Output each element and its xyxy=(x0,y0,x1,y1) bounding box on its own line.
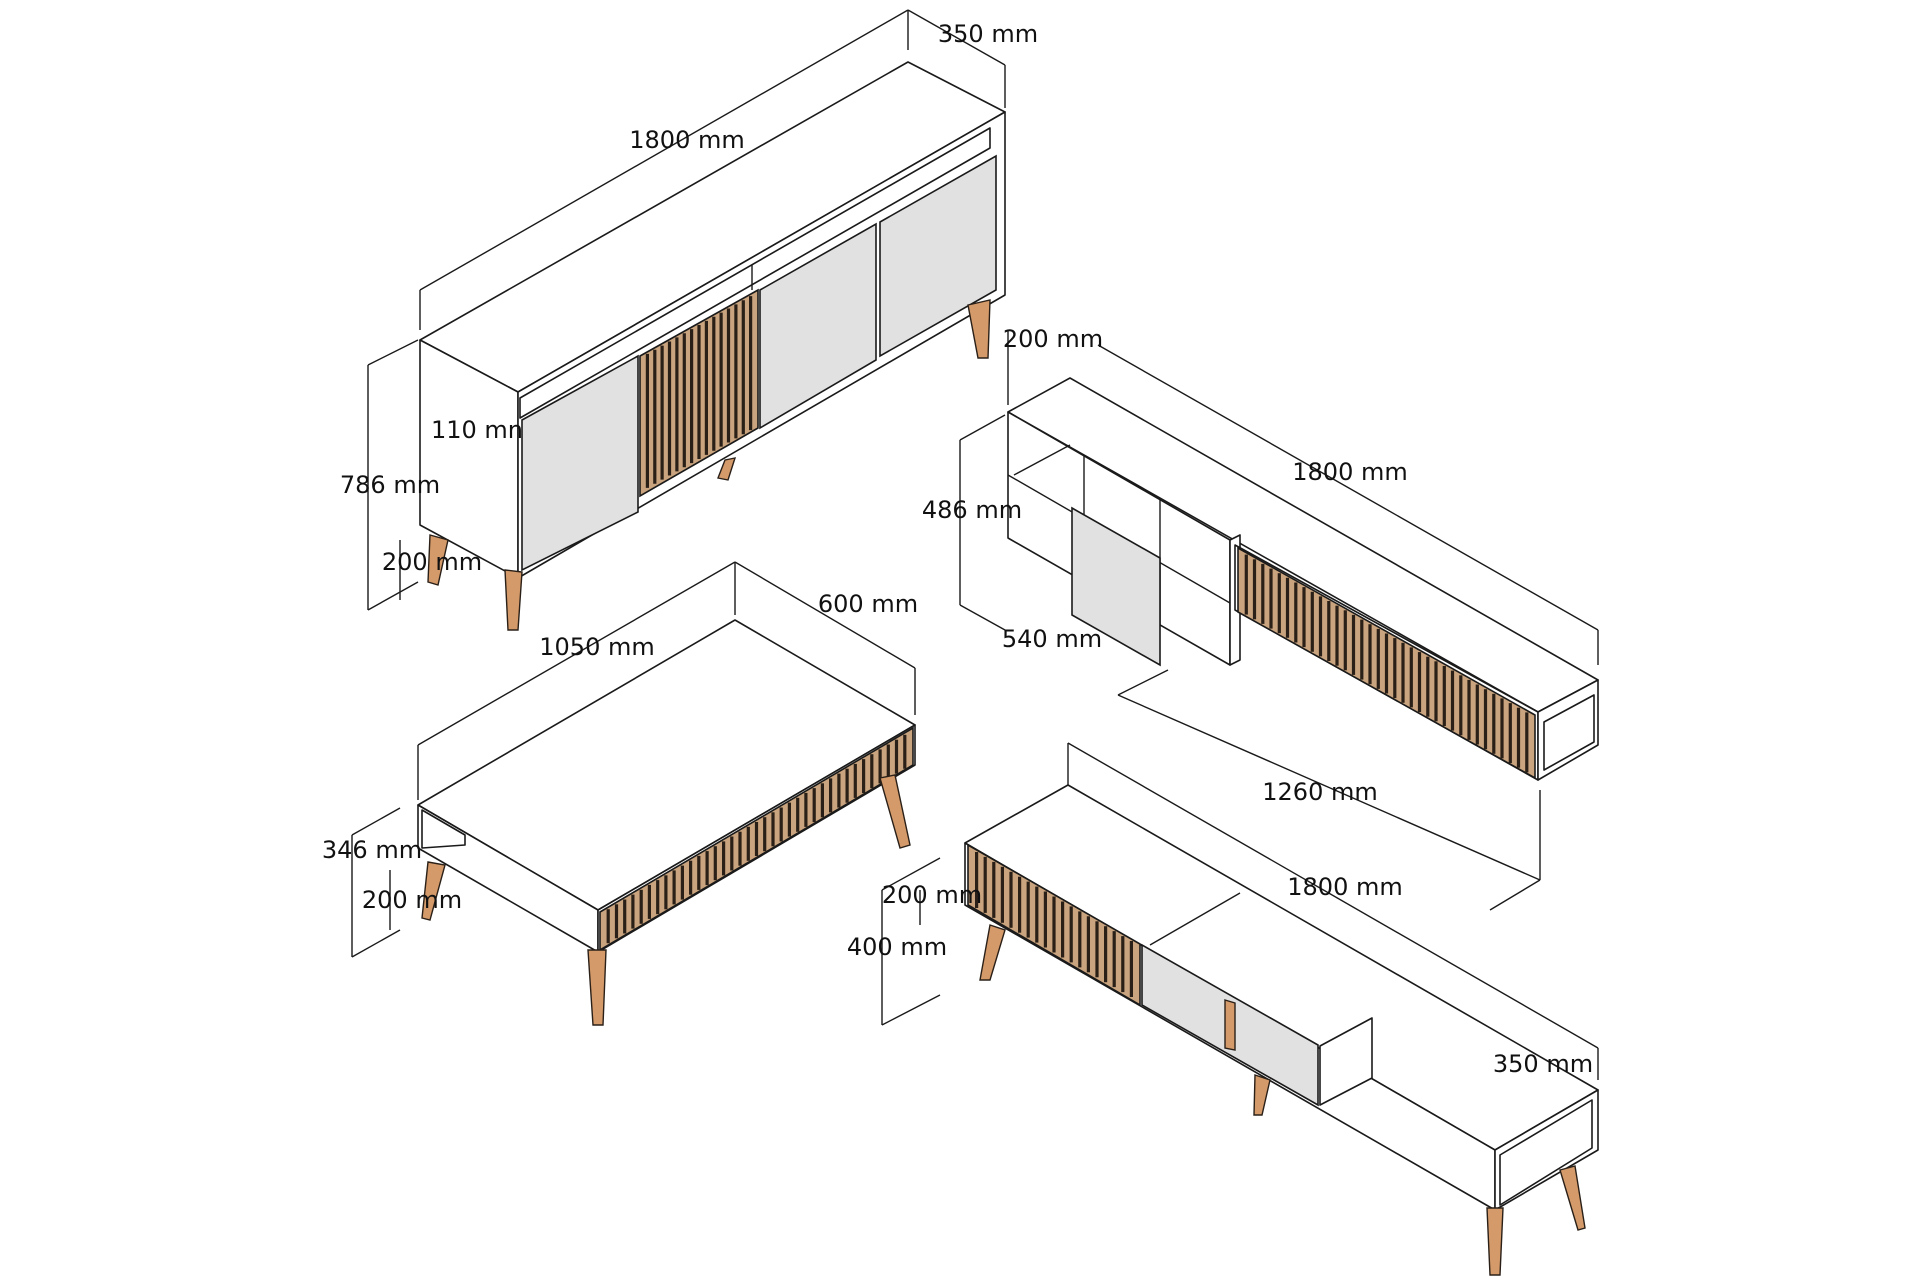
coffee-table-width-label: 600 mm xyxy=(818,590,918,618)
wall-shelf-cube-width-label: 540 mm xyxy=(1002,625,1102,653)
tv-stand-depth-label: 350 mm xyxy=(1493,1050,1593,1078)
sideboard-height-label: 786 mm xyxy=(340,471,440,499)
sideboard-door-right xyxy=(879,154,997,358)
tv-stand-length-label: 1800 mm xyxy=(1287,873,1402,901)
coffee-table-leg-height-label: 200 mm xyxy=(362,886,462,914)
sideboard-door-mid xyxy=(759,222,877,430)
sideboard-leg-height-label: 200 mm xyxy=(382,548,482,576)
wall-shelf-door xyxy=(1071,506,1161,667)
coffee-table-drawing: 1050 mm 600 mm 346 mm 200 mm xyxy=(322,561,918,1026)
wall-shelf-cabinet-length-label: 1260 mm xyxy=(1262,778,1377,806)
wall-shelf-drawing: 200 mm 1800 mm 486 mm 540 mm 1260 mm xyxy=(922,325,1599,911)
tv-stand-leg-height-label: 200 mm xyxy=(882,881,982,909)
wall-shelf-depth-label: 200 mm xyxy=(1003,325,1103,353)
wall-shelf-length-label: 1800 mm xyxy=(1292,458,1407,486)
tv-stand-drawing: 1800 mm 350 mm 400 mm 200 mm xyxy=(847,742,1599,1276)
sideboard-shelf-gap-label: 110 mn xyxy=(431,416,523,444)
coffee-table-height-label: 346 mm xyxy=(322,836,422,864)
tv-stand-handle xyxy=(1224,999,1236,1051)
tv-stand-height-label: 400 mm xyxy=(847,933,947,961)
sideboard-depth-label: 350 mm xyxy=(938,20,1038,48)
sideboard-width-label: 1800 mm xyxy=(629,126,744,154)
sideboard-drawing: 1800 mm 350 mm 786 mm 200 mm 110 mn xyxy=(340,9,1038,631)
coffee-table-length-label: 1050 mm xyxy=(539,633,654,661)
wall-shelf-height-label: 486 mm xyxy=(922,496,1022,524)
sideboard-door-left xyxy=(521,354,639,572)
